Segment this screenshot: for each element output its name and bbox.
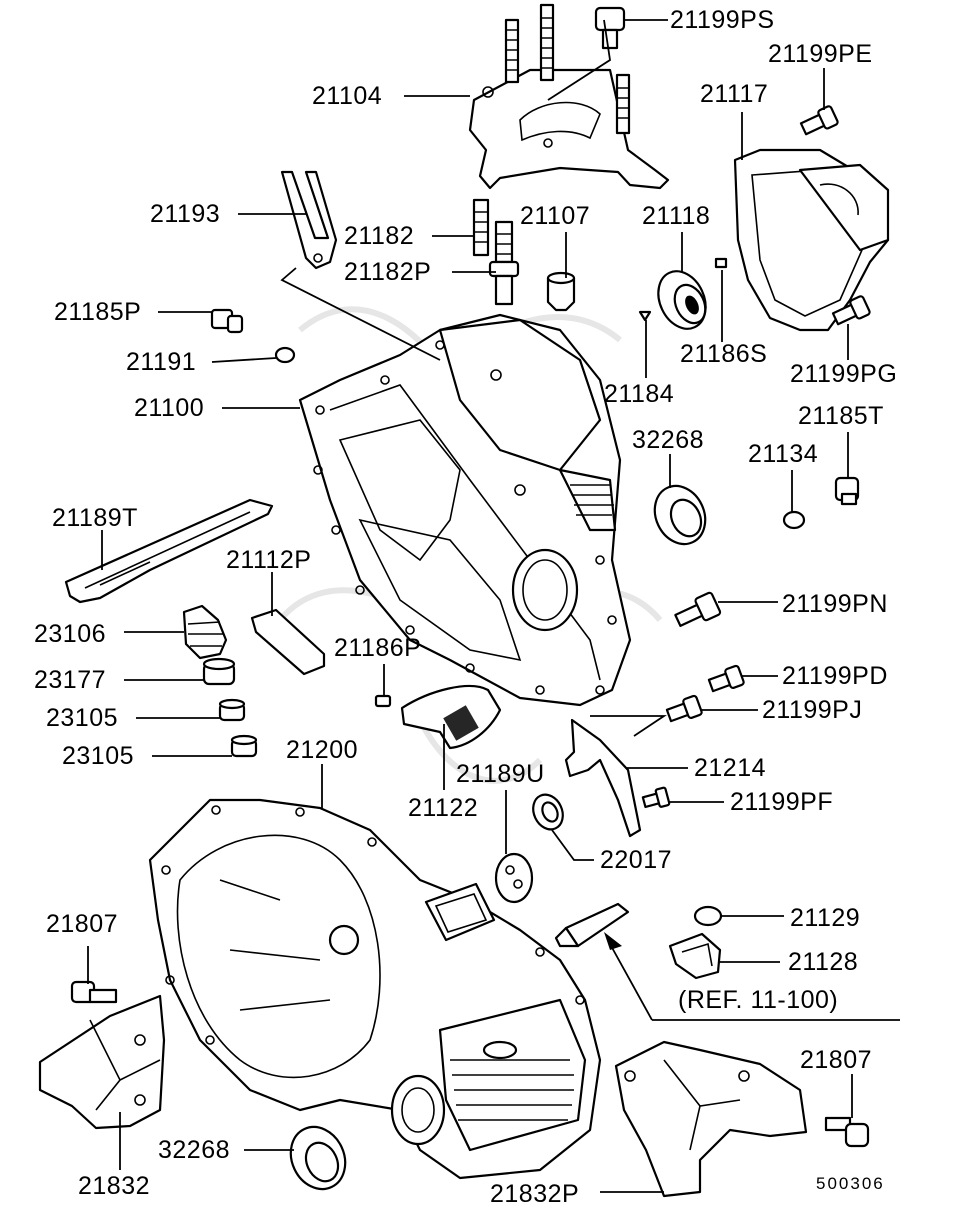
part-23105-bushing-a — [218, 698, 246, 722]
label-21134: 21134 — [748, 440, 819, 468]
part-21199PS-bolt — [594, 6, 626, 50]
part-21117-cover — [733, 148, 890, 332]
part-21186P-pin — [374, 694, 392, 708]
label-21199PJ: 21199PJ — [762, 696, 863, 724]
label-21807-right: 21807 — [800, 1046, 873, 1074]
part-21112P-plate — [250, 608, 326, 676]
part-21199PD-bolt — [707, 664, 745, 693]
part-21107-plug — [546, 271, 576, 312]
part-21118-seal — [657, 270, 707, 330]
label-21807-left: 21807 — [46, 910, 119, 938]
label-21191: 21191 — [126, 348, 197, 376]
label-21186P: 21186P — [334, 634, 422, 662]
part-sealant-tube — [554, 902, 630, 948]
label-21122: 21122 — [408, 794, 479, 822]
label-21182: 21182 — [344, 222, 415, 250]
part-23106-boot — [182, 604, 228, 660]
part-21134-washer — [782, 510, 806, 530]
label-21107: 21107 — [520, 202, 591, 230]
label-21104: 21104 — [312, 82, 383, 110]
label-21214: 21214 — [694, 754, 767, 782]
reference-note: (REF. 11-100) — [678, 986, 839, 1014]
part-32268-seal-lower — [289, 1125, 347, 1191]
label-21199PG: 21199PG — [790, 360, 898, 388]
part-21189U-cover — [494, 852, 534, 904]
part-21199PG-bolt — [831, 295, 871, 326]
label-21129: 21129 — [790, 904, 861, 932]
part-21104-bracket — [468, 3, 670, 190]
part-21807-bolt-right — [824, 1116, 870, 1148]
part-21200-clutch-housing — [148, 798, 602, 1180]
part-32268-seal-upper — [653, 484, 707, 546]
part-21182P-plug — [488, 220, 520, 306]
label-21112P: 21112P — [226, 546, 312, 574]
part-23177-bushing — [202, 657, 236, 686]
part-21186S-pin — [714, 257, 728, 269]
part-21184-pin — [638, 310, 652, 322]
label-23106: 23106 — [34, 620, 107, 648]
part-21191-washer — [274, 346, 296, 364]
label-21117: 21117 — [700, 80, 769, 108]
label-21200: 21200 — [286, 736, 359, 764]
part-21128-clip — [668, 932, 722, 980]
label-23177: 23177 — [34, 666, 107, 694]
label-23105-b: 23105 — [62, 742, 135, 770]
label-21832: 21832 — [78, 1172, 151, 1200]
label-32268-lower: 32268 — [158, 1136, 231, 1164]
label-21118: 21118 — [642, 202, 711, 230]
label-21199PF: 21199PF — [730, 788, 834, 816]
part-21185T-plug — [834, 476, 860, 506]
label-32268-upper: 32268 — [632, 426, 705, 454]
label-21199PD: 21199PD — [782, 662, 888, 690]
part-22017-seal — [532, 793, 564, 831]
part-21807-bolt-left — [70, 980, 118, 1004]
label-21185T: 21185T — [798, 402, 884, 430]
part-21182-stud — [472, 198, 490, 257]
label-21193: 21193 — [150, 200, 221, 228]
part-21199PJ-bolt — [665, 694, 703, 723]
label-23105-a: 23105 — [46, 704, 119, 732]
part-21199PF-bolt — [641, 786, 671, 809]
label-21189T: 21189T — [52, 504, 138, 532]
part-21189T-plate — [64, 498, 274, 604]
label-21182P: 21182P — [344, 258, 432, 286]
label-21199PE: 21199PE — [768, 40, 873, 68]
label-21189U: 21189U — [456, 760, 545, 788]
leader-lines — [87, 19, 900, 1193]
part-21199PN-bolt — [674, 591, 722, 627]
part-21199PE-bolt — [799, 105, 839, 136]
label-21186S: 21186S — [680, 340, 768, 368]
label-21185P: 21185P — [54, 298, 142, 326]
label-21199PS: 21199PS — [670, 6, 775, 34]
label-21199PN: 21199PN — [782, 590, 888, 618]
part-23105-bushing-b — [230, 734, 258, 758]
part-21832-bracket — [38, 994, 166, 1130]
label-21184: 21184 — [604, 380, 675, 408]
label-21832P: 21832P — [490, 1180, 580, 1208]
part-21129-cap — [693, 905, 723, 927]
part-21100-transaxle-case — [298, 313, 632, 707]
label-21100: 21100 — [134, 394, 205, 422]
label-22017: 22017 — [600, 846, 673, 874]
part-21214-bracket — [564, 718, 642, 838]
part-21122-plate — [400, 684, 502, 750]
part-21193-fork — [280, 170, 338, 270]
part-21832P-bracket — [614, 1040, 808, 1198]
part-21185P-plug — [210, 308, 244, 334]
label-21128: 21128 — [788, 948, 859, 976]
diagram-id: 500306 — [816, 1174, 885, 1193]
